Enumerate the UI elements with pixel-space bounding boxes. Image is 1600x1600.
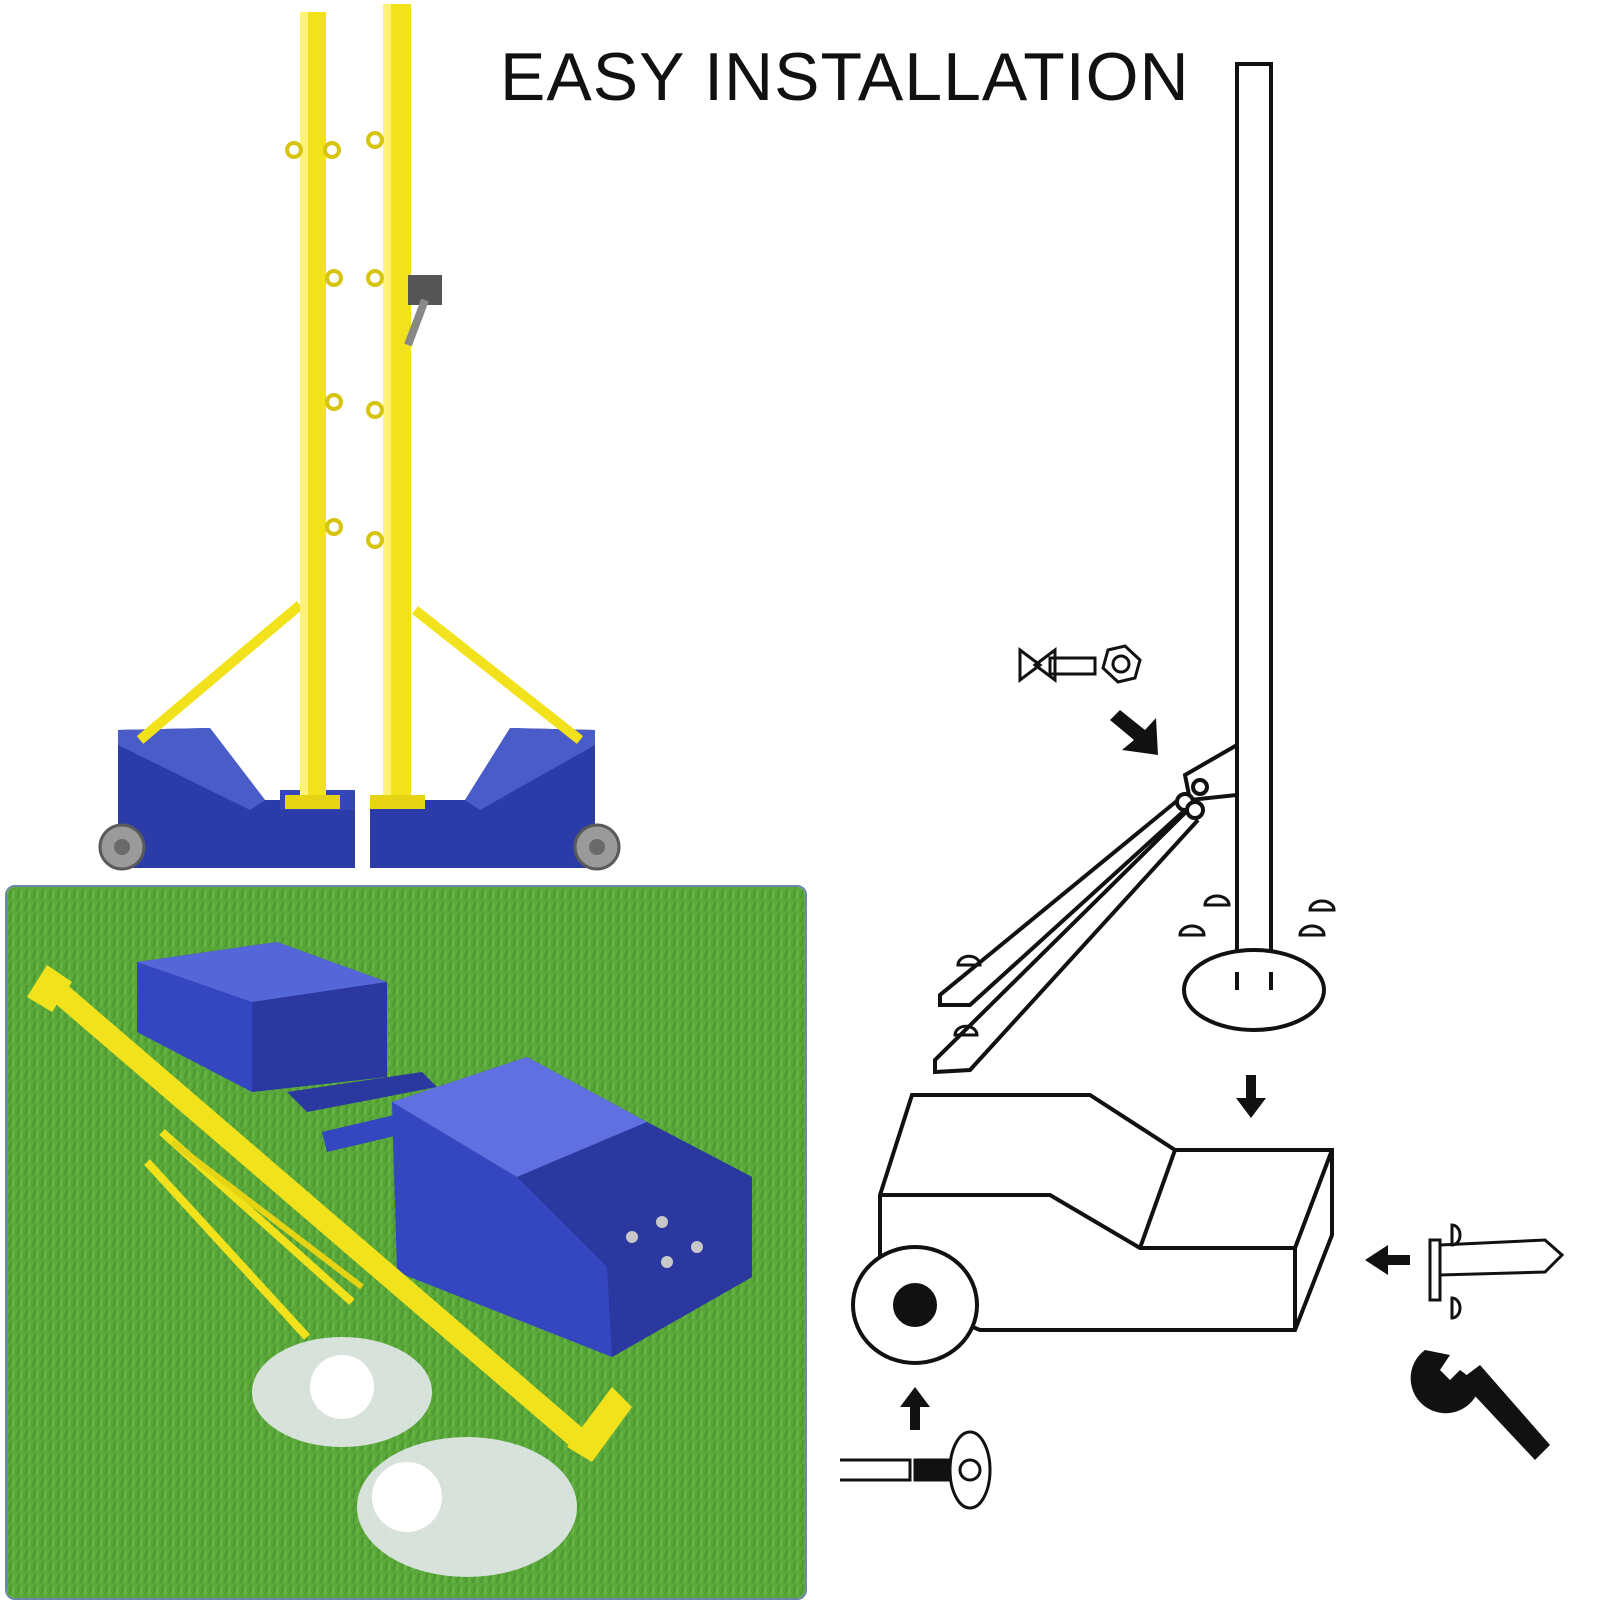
base-box-closed [137,942,387,1092]
assembled-posts-illustration [90,0,650,875]
axle-bolt-icon [840,1430,992,1510]
bracket-part [1428,1223,1565,1320]
diagram-pole [1182,62,1326,1032]
wheel-icon [851,1245,979,1365]
arrow-icon [1365,1245,1410,1275]
diagram-braces [933,792,1205,1075]
bolt-icon [1018,644,1142,684]
installation-diagram [840,50,1600,1600]
yellow-pole-part [27,965,632,1462]
wrench-icon [1410,1350,1550,1460]
right-base [370,728,621,871]
winch-crank-icon [404,275,442,347]
disassembled-parts-illustration [5,885,807,1600]
page-title: EASY INSTALLATION [500,39,1190,115]
arrow-icon [1236,1075,1266,1118]
base-box-open [392,1057,752,1357]
diagram-base [878,1093,1334,1332]
wheels-in-bags [252,1337,577,1577]
left-pole [285,12,343,809]
arrow-icon [1110,710,1158,755]
arrow-icon [900,1387,930,1430]
right-pole [366,4,442,809]
